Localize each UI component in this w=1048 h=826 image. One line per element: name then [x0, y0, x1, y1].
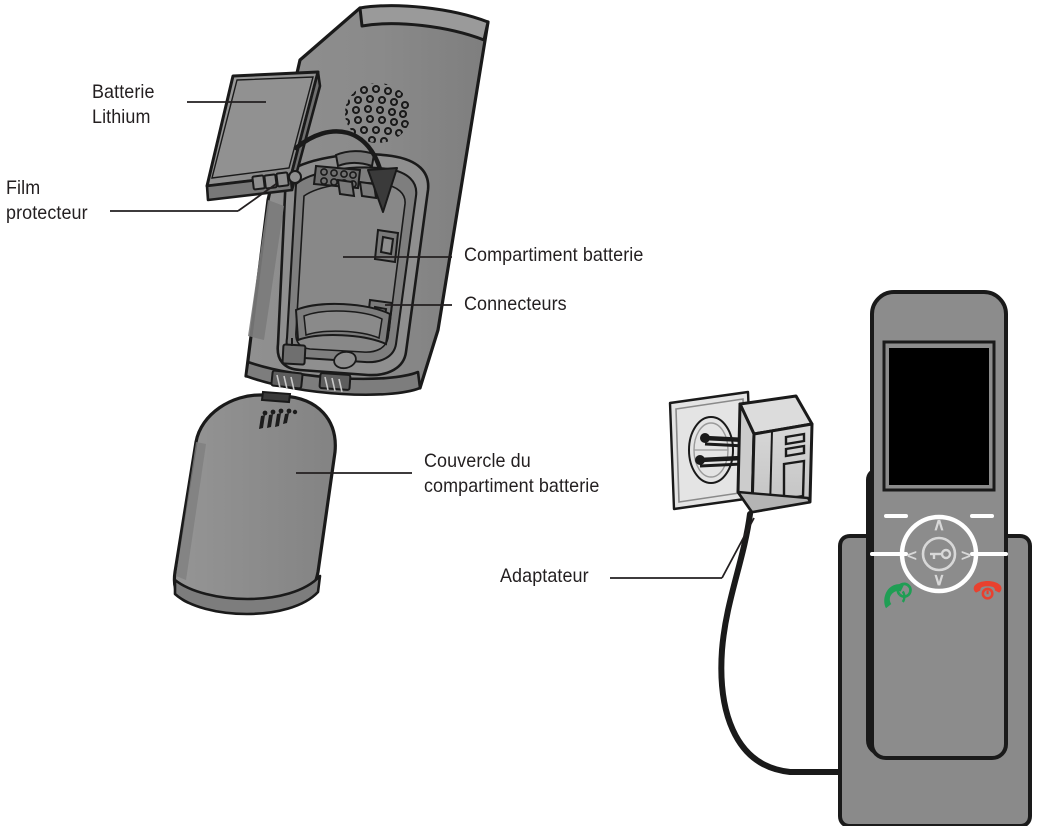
dpad-arrows: ∧ ∨ < > — [907, 515, 971, 589]
label-batterie-lithium: Batterie Lithium — [92, 81, 155, 128]
dpad-right-arrow: > — [961, 546, 971, 565]
label-connecteurs: Connecteurs — [464, 293, 567, 315]
label-film-protecteur: Film protecteur — [6, 177, 88, 224]
power-adapter — [736, 394, 814, 514]
leader-lines — [110, 101, 755, 579]
hangup-icon[interactable] — [973, 581, 1002, 600]
key-icon — [930, 548, 952, 560]
handset-docked: ∧ ∨ < > — [870, 290, 1008, 760]
adapter-vent-slots — [782, 432, 806, 501]
leader-film-protecteur-diag — [237, 183, 277, 212]
cover-vent-marks — [259, 408, 298, 429]
battery-contacts — [251, 170, 302, 191]
pickup-icon[interactable] — [884, 582, 912, 609]
label-adaptateur: Adaptateur — [500, 565, 589, 587]
leader-adaptateur-diag — [721, 517, 755, 579]
cover-latch-slots — [270, 369, 352, 393]
label-couvercle-compartiment-batterie: Couvercle du compartiment batterie — [424, 450, 600, 497]
power-cable — [718, 511, 845, 775]
compartment-top-clips — [334, 150, 378, 200]
insertion-arrow — [293, 129, 398, 213]
label-compartiment-batterie: Compartiment batterie — [464, 244, 644, 266]
handset-body-exploded — [244, 4, 490, 397]
dpad-up-arrow: ∧ — [933, 515, 945, 534]
dpad-left-arrow: < — [907, 546, 917, 565]
dpad-down-arrow: ∨ — [933, 570, 945, 589]
dpad-ring[interactable] — [899, 514, 979, 594]
center-key[interactable] — [921, 536, 957, 572]
battery-cover — [172, 390, 337, 616]
